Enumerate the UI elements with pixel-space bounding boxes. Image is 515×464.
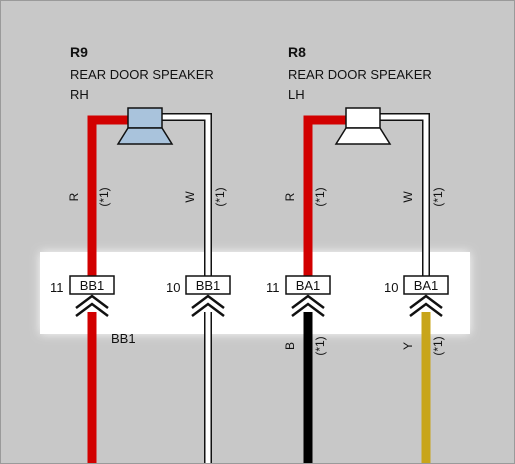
connector-bb1-pin11: 11 BB1 <box>50 275 115 317</box>
r9-red-wire-upper <box>87 115 128 276</box>
r9-code: R9 <box>70 44 88 60</box>
r8-red-code: R <box>283 192 297 201</box>
r8-side: LH <box>288 87 305 102</box>
r8-white-wire-upper-core <box>380 114 429 276</box>
connector-name: BA1 <box>296 278 321 293</box>
r8-white-code: W <box>401 191 415 203</box>
r9-red-note: (*1) <box>97 187 111 206</box>
connector-bb1-pin10: 10 BB1 <box>166 275 231 317</box>
r9-red-code: R <box>67 192 81 201</box>
ba1-yellow-code: Y <box>401 342 415 350</box>
r9-side: RH <box>70 87 89 102</box>
ba1-yellow-note: (*1) <box>431 336 445 355</box>
r8-red-wire-upper <box>303 115 346 276</box>
connector-pin: 10 <box>384 280 398 295</box>
ba1-black-code: B <box>283 342 297 350</box>
r9-white-note: (*1) <box>213 187 227 206</box>
r8-red-note: (*1) <box>313 187 327 206</box>
connector-name: BB1 <box>80 278 105 293</box>
connector-pin: 11 <box>266 280 280 295</box>
r8-code: R8 <box>288 44 306 60</box>
connector-name: BB1 <box>196 278 221 293</box>
r9-white-code: W <box>183 191 197 203</box>
r9-white-wire-upper-core <box>162 114 211 276</box>
connector-pin: 11 <box>50 280 64 295</box>
connector-name: BA1 <box>414 278 439 293</box>
connector-pin: 10 <box>166 280 180 295</box>
connector-ba1-pin11: 11 BA1 <box>266 275 331 317</box>
double-chevron-connector-icon <box>409 294 443 317</box>
r8-white-note: (*1) <box>431 187 445 206</box>
connector-ba1-pin10: 10 BA1 <box>384 275 449 317</box>
double-chevron-connector-icon <box>291 294 325 317</box>
double-chevron-connector-icon <box>75 294 109 317</box>
speaker-icon <box>116 107 174 145</box>
r9-name: REAR DOOR SPEAKER <box>70 67 214 82</box>
speaker-icon <box>334 107 392 145</box>
double-chevron-connector-icon <box>191 294 225 317</box>
r8-name: REAR DOOR SPEAKER <box>288 67 432 82</box>
bb1-lower-label: BB1 <box>111 331 136 346</box>
ba1-black-note: (*1) <box>313 336 327 355</box>
